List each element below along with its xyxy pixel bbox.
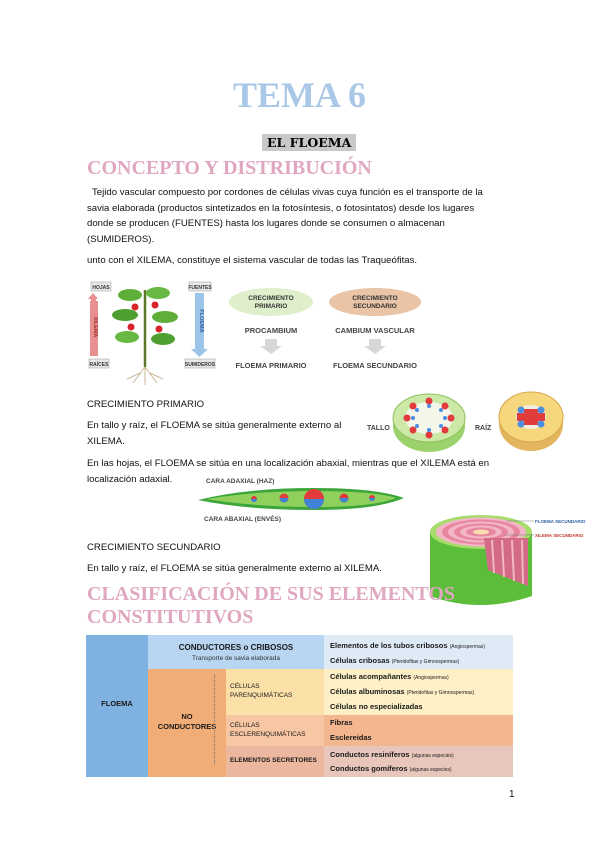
label-xilema-sec: XILEMA SECUNDARIO <box>535 533 584 538</box>
root-section <box>498 391 564 451</box>
text-line: Tejido vascular compuesto por cordones d… <box>92 187 483 198</box>
cell-fibras: Fibras <box>330 718 353 727</box>
label-cambium: CAMBIUM VASCULAR <box>335 326 415 335</box>
cell-floema: FLOEMA <box>101 699 133 708</box>
text-line: savia elaborada (productos sintetizados … <box>87 202 475 214</box>
line: NO <box>181 712 193 721</box>
item-label: Conductos resiníferos <box>330 750 410 759</box>
stem-root-cross-sections: TALLO RAÍZ <box>367 391 564 452</box>
text-line: (SUMIDEROS). <box>87 233 155 245</box>
text-line: donde se producen (FUENTES) hasta los lu… <box>87 218 445 229</box>
cell-floema-bg <box>86 635 148 777</box>
cell-acomp: Células acompañantes (Angiospermas) <box>330 672 449 681</box>
cell-secretores-bg <box>226 746 324 777</box>
label-floema-secundario: FLOEMA SECUNDARIO <box>333 361 417 370</box>
heading-crecimiento-primario: CRECIMIENTO PRIMARIO <box>87 399 205 410</box>
label-cara-abaxial: CARA ABAXIAL (ENVÉS) <box>204 514 281 523</box>
transport-growth-diagram: HOJAS XILEMA RAÍCES FUENTES FLOEMA SUMID… <box>88 281 421 385</box>
cell-parenq-bg <box>226 669 324 715</box>
secondary-stem-3d: FLOEMA SECUNDARIO XILEMA SECUNDARIO <box>430 515 586 605</box>
bracket-divider <box>214 675 219 765</box>
cell-secretores: ELEMENTOS SECRETORES <box>230 757 317 764</box>
label-tallo: TALLO <box>367 425 390 432</box>
label-crec-secundario-1: CRECIMIENTO <box>352 295 397 302</box>
concepto-paragraph-2: unto con el XILEMA, constituye el sistem… <box>87 255 418 266</box>
label-floema-sec: FLOEMA SECUNDARIO <box>535 519 586 524</box>
item-note: (Pteridofitas y Gimnospermas) <box>391 659 460 665</box>
cell-gomiferos: Conductos gomíferos (algunas especies) <box>330 764 452 773</box>
label-raiz: RAÍZ <box>475 423 492 432</box>
cell-no-conductores: NO CONDUCTORES <box>148 712 226 732</box>
cell-no-espec: Células no especializadas <box>330 702 423 711</box>
plant-diagram: HOJAS XILEMA RAÍCES FUENTES FLOEMA SUMID… <box>88 281 216 385</box>
primary-paragraph-1: En tallo y raíz, el FLOEMA se sitúa gene… <box>87 418 387 449</box>
cell-esclerenq: CÉLULAS ESCLERENQUIMÁTICAS <box>230 721 306 739</box>
label-sumideros: SUMIDEROS <box>185 362 216 368</box>
label-crec-secundario-2: SECUNDARIO <box>353 303 397 310</box>
label-xilema: XILEMA <box>92 317 98 338</box>
label-cara-adaxial: CARA ADAXIAL (HAZ) <box>206 478 274 485</box>
heading-crecimiento-secundario: CRECIMIENTO SECUNDARIO <box>87 542 221 553</box>
line: CÉLULAS <box>230 722 260 729</box>
item-label: Conductos gomíferos <box>330 764 408 773</box>
cell-cribosas: Células cribosas (Pteridofitas y Gimnosp… <box>330 656 459 665</box>
concepto-paragraph: Tejido vascular compuesto por cordones d… <box>87 185 527 247</box>
classification-table: FLOEMA CONDUCTORES o CRIBOSOS Transporte… <box>86 635 513 777</box>
primary-paragraph-2: En las hojas, el FLOEMA se sitúa en una … <box>87 456 527 487</box>
text-line: En las hojas, el FLOEMA se sitúa en una … <box>87 458 490 469</box>
label-fuentes: FUENTES <box>188 285 212 291</box>
page-title: TEMA 6 <box>232 75 366 115</box>
page-number: 1 <box>509 789 515 800</box>
text-line: localización adaxial. <box>87 473 173 485</box>
cell-conductores-bg <box>148 635 324 669</box>
label-procambium: PROCAMBIUM <box>245 326 298 335</box>
page-subtitle: EL FLOEMA <box>262 134 357 151</box>
cell-esclerenq-bg <box>226 715 324 746</box>
line: CONDUCTORES <box>157 722 217 731</box>
leaf-cross-section: CARA ADAXIAL (HAZ) CARA ABAXIAL (ENVÉS) <box>198 478 404 523</box>
text-line: En tallo y raíz, el FLOEMA se sitúa gene… <box>87 420 342 431</box>
cell-parenq: CÉLULAS PARENQUIMÁTICAS <box>230 682 292 700</box>
secondary-paragraph: En tallo y raíz, el FLOEMA se sitúa gene… <box>87 563 382 574</box>
item-label: Elementos de los tubos cribosos <box>330 641 448 650</box>
item-label: Células acompañantes <box>330 672 412 681</box>
line: CÉLULAS <box>230 683 260 690</box>
cell-tubos-bg <box>324 635 513 669</box>
heading-line: CONSTITUTIVOS <box>87 606 254 628</box>
label-crec-primario-2: PRIMARIO <box>255 303 288 310</box>
cell-conductores: CONDUCTORES o CRIBOSOS <box>178 643 294 652</box>
cell-conductores-sub: Transporte de savia elaborada <box>192 655 280 662</box>
item-note: (algunas especies) <box>411 753 454 759</box>
text-line: XILEMA. <box>87 435 125 447</box>
cell-esclerenq-items-bg <box>324 715 513 746</box>
label-floema: FLOEMA <box>198 309 204 332</box>
cell-esclereidas: Esclereidas <box>330 733 372 742</box>
item-note: (Angiospermas) <box>413 675 449 681</box>
item-note: (algunas especies) <box>409 767 452 773</box>
section-heading-clasificacion: CLASIFICACIÓN DE SUS ELEMENTOS CONSTITUT… <box>87 583 455 629</box>
cell-parenq-items-bg <box>324 669 513 715</box>
cell-no-conductores-bg <box>148 669 226 777</box>
label-floema-primario: FLOEMA PRIMARIO <box>236 361 307 370</box>
section-heading-concepto: CONCEPTO Y DISTRIBUCIÓN <box>87 157 372 179</box>
cell-albumin: Células albuminosas (Pteridofitas y Gimn… <box>330 687 474 696</box>
heading-line: CLASIFICACIÓN DE SUS ELEMENTOS <box>87 583 456 605</box>
cell-secretores-items-bg <box>324 746 513 777</box>
label-crec-primario-1: CRECIMIENTO <box>248 295 293 302</box>
label-raices: RAÍCES <box>90 360 110 368</box>
stem-section <box>392 393 466 452</box>
growth-flow: CRECIMIENTO PRIMARIO CRECIMIENTO SECUNDA… <box>229 288 421 370</box>
item-note: (Pteridofitas y Gimnospermas) <box>406 690 475 696</box>
line: PARENQUIMÁTICAS <box>230 692 293 699</box>
cell-resiniferos: Conductos resiníferos (algunas especies) <box>330 750 454 759</box>
item-note: (Angiospermas) <box>449 644 485 650</box>
item-label: Células albuminosas <box>330 687 405 696</box>
label-hojas: HOJAS <box>92 285 110 291</box>
item-label: Células cribosas <box>330 656 390 665</box>
line: ESCLERENQUIMÁTICAS <box>230 731 306 738</box>
cell-tubos: Elementos de los tubos cribosos (Angiosp… <box>330 641 485 650</box>
